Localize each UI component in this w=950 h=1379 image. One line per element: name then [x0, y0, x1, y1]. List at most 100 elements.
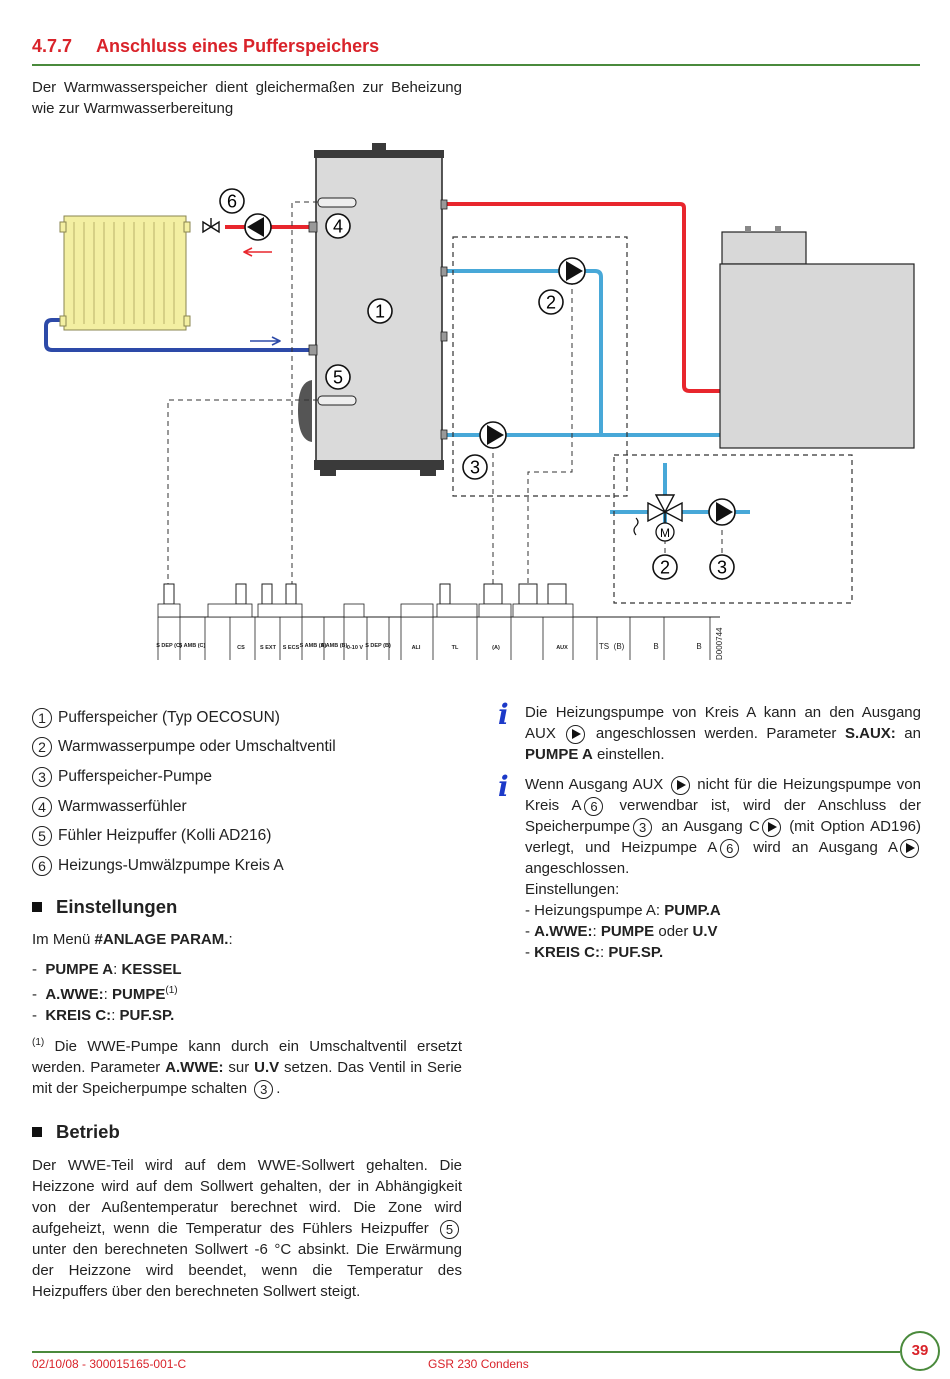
flow-arrow-blue [250, 336, 281, 346]
drawing-code: D000744 [715, 627, 724, 660]
pump-symbol-icon [670, 775, 690, 795]
cables [167, 201, 723, 584]
svg-text:0-10 V: 0-10 V [347, 645, 364, 651]
settings-item: - PUMPE A: KESSEL [32, 961, 182, 978]
svg-text:B: B [696, 642, 701, 651]
svg-text:CS: CS [237, 645, 245, 651]
settings-heading: Einstellungen [32, 896, 177, 918]
legend-text: Heizungs-Umwälzpumpe Kreis A [58, 856, 284, 874]
pump-icon [479, 421, 507, 449]
legend-text: Pufferspeicher (Typ OECOSUN) [58, 708, 280, 726]
svg-text:S DEP (B): S DEP (B) [365, 643, 391, 649]
page-number: 39 [900, 1331, 940, 1371]
section-number: 4.7.7 [32, 36, 73, 56]
info-note-circuit-c: Wenn Ausgang AUX nicht für die Heizungsp… [525, 775, 922, 877]
callout-badge: 3 [254, 1079, 274, 1099]
document-reference: 02/10/08 - 300015165-001-C [32, 1357, 187, 1371]
callout-badge: 6 [32, 855, 52, 876]
dashed-frames [452, 236, 853, 604]
svg-text:1: 1 [375, 302, 385, 322]
callout-3: 3 [709, 554, 735, 580]
svg-text:S EXT: S EXT [260, 645, 277, 651]
bullet-square-icon [32, 1127, 42, 1137]
callout-badge: 1 [32, 707, 52, 728]
terminal-labels-right: TS (B) B B [599, 642, 702, 651]
pump-icon [558, 257, 586, 285]
info-settings-item: - A.WWE:: PUMPE oder U.V [525, 923, 718, 940]
callout-badge: 6 [720, 838, 740, 858]
terminal-plugs [163, 583, 567, 605]
callout-2: 2 [538, 289, 564, 315]
svg-text:2: 2 [660, 558, 670, 578]
svg-text:TS: TS [599, 642, 609, 651]
callout-badge: 6 [584, 796, 604, 816]
motor-icon: M [655, 522, 675, 542]
svg-text:S ECS: S ECS [283, 645, 300, 651]
svg-text:ALI: ALI [412, 645, 421, 651]
info-icon: i [498, 698, 509, 731]
sensor-well-upper [317, 197, 357, 208]
terminal-dividers [157, 617, 711, 660]
bullet-square-icon [32, 902, 42, 912]
pump-icon [244, 213, 272, 241]
legend-text: Fühler Heizpuffer (Kolli AD216) [58, 827, 272, 845]
operation-heading: Betrieb [32, 1121, 120, 1143]
svg-text:S AMB (A): S AMB (A) [300, 643, 327, 649]
section-title: Anschluss eines Pufferspeichers [96, 36, 380, 56]
settings-footnote: (1) Die WWE-Pumpe kann durch ein Umschal… [32, 1037, 462, 1099]
boiler [719, 226, 915, 449]
pump-symbol-icon [566, 724, 586, 744]
callout-5: 5 [325, 364, 351, 390]
settings-list: - PUMPE A: KESSEL - A.WWE:: PUMPE(1) - K… [32, 959, 462, 1026]
svg-text:3: 3 [470, 458, 480, 478]
terminal-labels: S DEP (C) S AMB (C) CS S EXT S ECS S AMB… [156, 643, 568, 651]
legend-item: 1 Pufferspeicher (Typ OECOSUN) [32, 703, 472, 733]
legend-text: Warmwasserpumpe oder Umschaltventil [58, 738, 336, 756]
settings-menu-line: Im Menü #ANLAGE PARAM.: [32, 931, 233, 948]
callout-badge: 3 [32, 766, 52, 787]
motor-label: M [660, 526, 670, 540]
heater-flange [298, 380, 312, 442]
callout-badge: 5 [440, 1219, 459, 1239]
info-settings-item: - Heizungspumpe A: PUMP.A [525, 902, 721, 919]
hydraulic-diagram: M 6 4 1 5 2 3 2 3 [44, 143, 915, 660]
info-settings-list: Einstellungen: - Heizungspumpe A: PUMP.A… [525, 879, 921, 963]
radiator [59, 215, 191, 331]
callout-4: 4 [325, 213, 351, 239]
callout-badge: 5 [32, 826, 52, 847]
intro-paragraph: Der Warmwasserspeicher dient gleichermaß… [32, 79, 462, 117]
svg-text:TL: TL [452, 645, 459, 651]
pump-icon [708, 498, 736, 526]
svg-text:S AMB (C): S AMB (C) [179, 643, 206, 649]
diagram-callouts: 6 4 1 5 2 3 2 3 [219, 188, 735, 580]
callout-badge: 4 [32, 796, 52, 817]
svg-text:S DEP (C): S DEP (C) [156, 643, 182, 649]
operation-paragraph: Der WWE-Teil wird auf dem WWE-Sollwert g… [32, 1157, 462, 1300]
legend-item: 4 Warmwasserfühler [32, 792, 472, 822]
callout-2: 2 [652, 554, 678, 580]
svg-text:4: 4 [333, 217, 343, 237]
product-name: GSR 230 Condens [428, 1357, 529, 1371]
radiator-valve-icon [202, 218, 220, 234]
settings-item: - KREIS C:: PUF.SP. [32, 1007, 175, 1024]
info-icon: i [498, 770, 509, 803]
settings-item: - A.WWE:: PUMPE(1) [32, 985, 178, 1003]
flow-arrow-red [243, 247, 272, 257]
info-settings-item: - KREIS C:: PUF.SP. [525, 944, 664, 961]
svg-text:3: 3 [717, 558, 727, 578]
svg-text:6: 6 [227, 192, 237, 212]
svg-text:B: B [653, 642, 658, 651]
svg-text:(A): (A) [492, 645, 500, 651]
legend-item: 5 Fühler Heizpuffer (Kolli AD216) [32, 821, 472, 851]
radiator-fins [73, 222, 175, 324]
terminal-screws [157, 603, 574, 618]
svg-text:5: 5 [333, 368, 343, 388]
legend-item: 6 Heizungs-Umwälzpumpe Kreis A [32, 851, 472, 881]
callout-badge: 2 [32, 737, 52, 758]
legend-text: Warmwasserfühler [58, 797, 187, 815]
legend-item: 2 Warmwasserpumpe oder Umschaltventil [32, 733, 472, 763]
section-header: 4.7.7 Anschluss eines Pufferspeichers [32, 36, 920, 66]
callout-3: 3 [462, 454, 488, 480]
svg-text:AUX: AUX [556, 645, 568, 651]
